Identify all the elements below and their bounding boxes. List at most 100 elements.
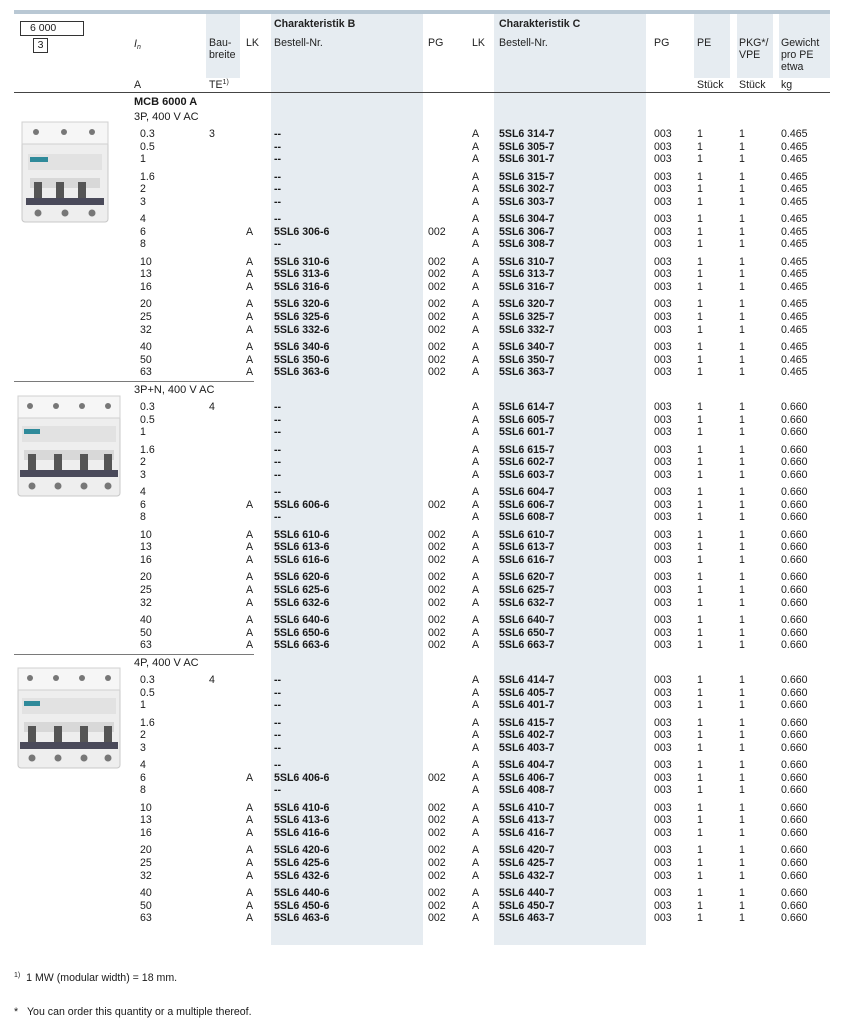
- pe-cell: 1: [697, 912, 703, 925]
- order-number-c-cell: 5SL6 301-7: [499, 153, 555, 166]
- rated-current-cell: 20: [140, 571, 152, 584]
- rated-current-cell: 0.5: [140, 413, 155, 426]
- order-number-b-cell: 5SL6 440-6: [274, 887, 330, 899]
- lk-c-cell: A: [472, 255, 480, 268]
- weight-cell: 0.465: [781, 140, 808, 153]
- order-number-b-cell: --: [274, 443, 282, 456]
- pg-c-cell: 003: [654, 195, 672, 208]
- header-pkg-2: VPE: [739, 49, 761, 61]
- pg-b-cell: 002: [428, 827, 446, 839]
- rated-current-cell: 6: [140, 771, 146, 784]
- weight-cell: 0.465: [781, 366, 808, 379]
- weight-cell: 0.660: [781, 541, 808, 554]
- pe-cell: 1: [697, 486, 703, 499]
- lk-c-cell: A: [472, 140, 480, 153]
- mcb-3pn-product-image: [17, 395, 121, 497]
- order-number-c-cell: 5SL6 614-7: [499, 401, 555, 413]
- order-number-c-cell: 5SL6 303-7: [499, 195, 555, 208]
- lk-c-cell: A: [472, 225, 480, 238]
- weight-cell: 0.660: [781, 571, 808, 584]
- pe-cell: 1: [697, 741, 703, 754]
- order-number-c-cell: 5SL6 605-7: [499, 413, 555, 426]
- rated-current-cell: 1.6: [140, 716, 155, 729]
- lk-c-cell: A: [472, 268, 480, 281]
- pg-b-cell: 002: [428, 281, 446, 293]
- rated-current-cell: 0.3: [140, 674, 155, 686]
- rated-current-cell: 16: [140, 281, 152, 293]
- module-width-cell: 3: [209, 128, 215, 140]
- pg-c-cell: 003: [654, 443, 672, 456]
- order-number-c-cell: 5SL6 613-7: [499, 541, 555, 554]
- pe-cell: 1: [697, 584, 703, 596]
- pg-c-cell: 003: [654, 341, 672, 353]
- pe-cell: 1: [697, 195, 703, 208]
- weight-cell: 0.465: [781, 153, 808, 166]
- pg-b-cell: 002: [428, 639, 446, 652]
- order-number-b-cell: --: [274, 170, 282, 183]
- footnote-2: * You can order this quantity or a multi…: [14, 1006, 252, 1018]
- pg-b-cell: 002: [428, 899, 446, 912]
- pe-cell: 1: [697, 827, 703, 839]
- lk-c-cell: A: [472, 341, 480, 353]
- order-number-c-cell: 5SL6 463-7: [499, 912, 555, 925]
- header-lk-c: LK: [472, 37, 485, 49]
- pg-c-cell: 003: [654, 596, 672, 609]
- pg-b-cell: 002: [428, 844, 446, 857]
- pg-b-cell: 002: [428, 571, 446, 584]
- pg-c-cell: 003: [654, 626, 672, 639]
- rated-current-cell: 10: [140, 801, 152, 814]
- header-pkg-1: PKG*/: [739, 37, 769, 49]
- pe-cell: 1: [697, 311, 703, 323]
- lk-c-cell: A: [472, 729, 480, 742]
- rated-current-cell: 32: [140, 596, 152, 609]
- unit-te: TE1): [209, 79, 229, 93]
- rated-current-cell: 50: [140, 353, 152, 366]
- pkg-cell: 1: [739, 827, 745, 839]
- weight-cell: 0.465: [781, 213, 808, 226]
- order-number-c-cell: 5SL6 405-7: [499, 686, 555, 699]
- pg-c-cell: 003: [654, 281, 672, 293]
- pg-b-cell: 002: [428, 912, 446, 925]
- order-number-c-cell: 5SL6 314-7: [499, 128, 555, 140]
- pkg-cell: 1: [739, 528, 745, 541]
- pg-c-cell: 003: [654, 225, 672, 238]
- unit-pe: Stück: [697, 79, 724, 91]
- lk-b-cell: A: [246, 801, 254, 814]
- weight-cell: 0.660: [781, 528, 808, 541]
- order-number-b-cell: --: [274, 511, 282, 524]
- header-rule: [14, 92, 830, 93]
- lk-c-cell: A: [472, 857, 480, 869]
- pkg-cell: 1: [739, 366, 745, 379]
- lk-b-cell: A: [246, 899, 254, 912]
- pkg-cell: 1: [739, 353, 745, 366]
- pg-b-cell: 002: [428, 268, 446, 281]
- order-number-b-cell: --: [274, 686, 282, 699]
- pkg-cell: 1: [739, 195, 745, 208]
- lk-b-cell: A: [246, 311, 254, 323]
- weight-cell: 0.660: [781, 912, 808, 925]
- order-number-b-cell: --: [274, 729, 282, 742]
- order-number-b-cell: --: [274, 456, 282, 469]
- pkg-cell: 1: [739, 686, 745, 699]
- pg-c-cell: 003: [654, 784, 672, 797]
- pkg-cell: 1: [739, 674, 745, 686]
- pg-c-cell: 003: [654, 912, 672, 925]
- pg-b-cell: 002: [428, 341, 446, 353]
- lk-c-cell: A: [472, 741, 480, 754]
- header-pg-b: PG: [428, 37, 444, 49]
- order-number-b-cell: 5SL6 413-6: [274, 814, 330, 827]
- column-shade-order-c: [494, 14, 646, 945]
- pkg-cell: 1: [739, 639, 745, 652]
- pg-c-cell: 003: [654, 716, 672, 729]
- pe-cell: 1: [697, 268, 703, 281]
- weight-cell: 0.660: [781, 844, 808, 857]
- column-shade-baubreite: [206, 14, 240, 78]
